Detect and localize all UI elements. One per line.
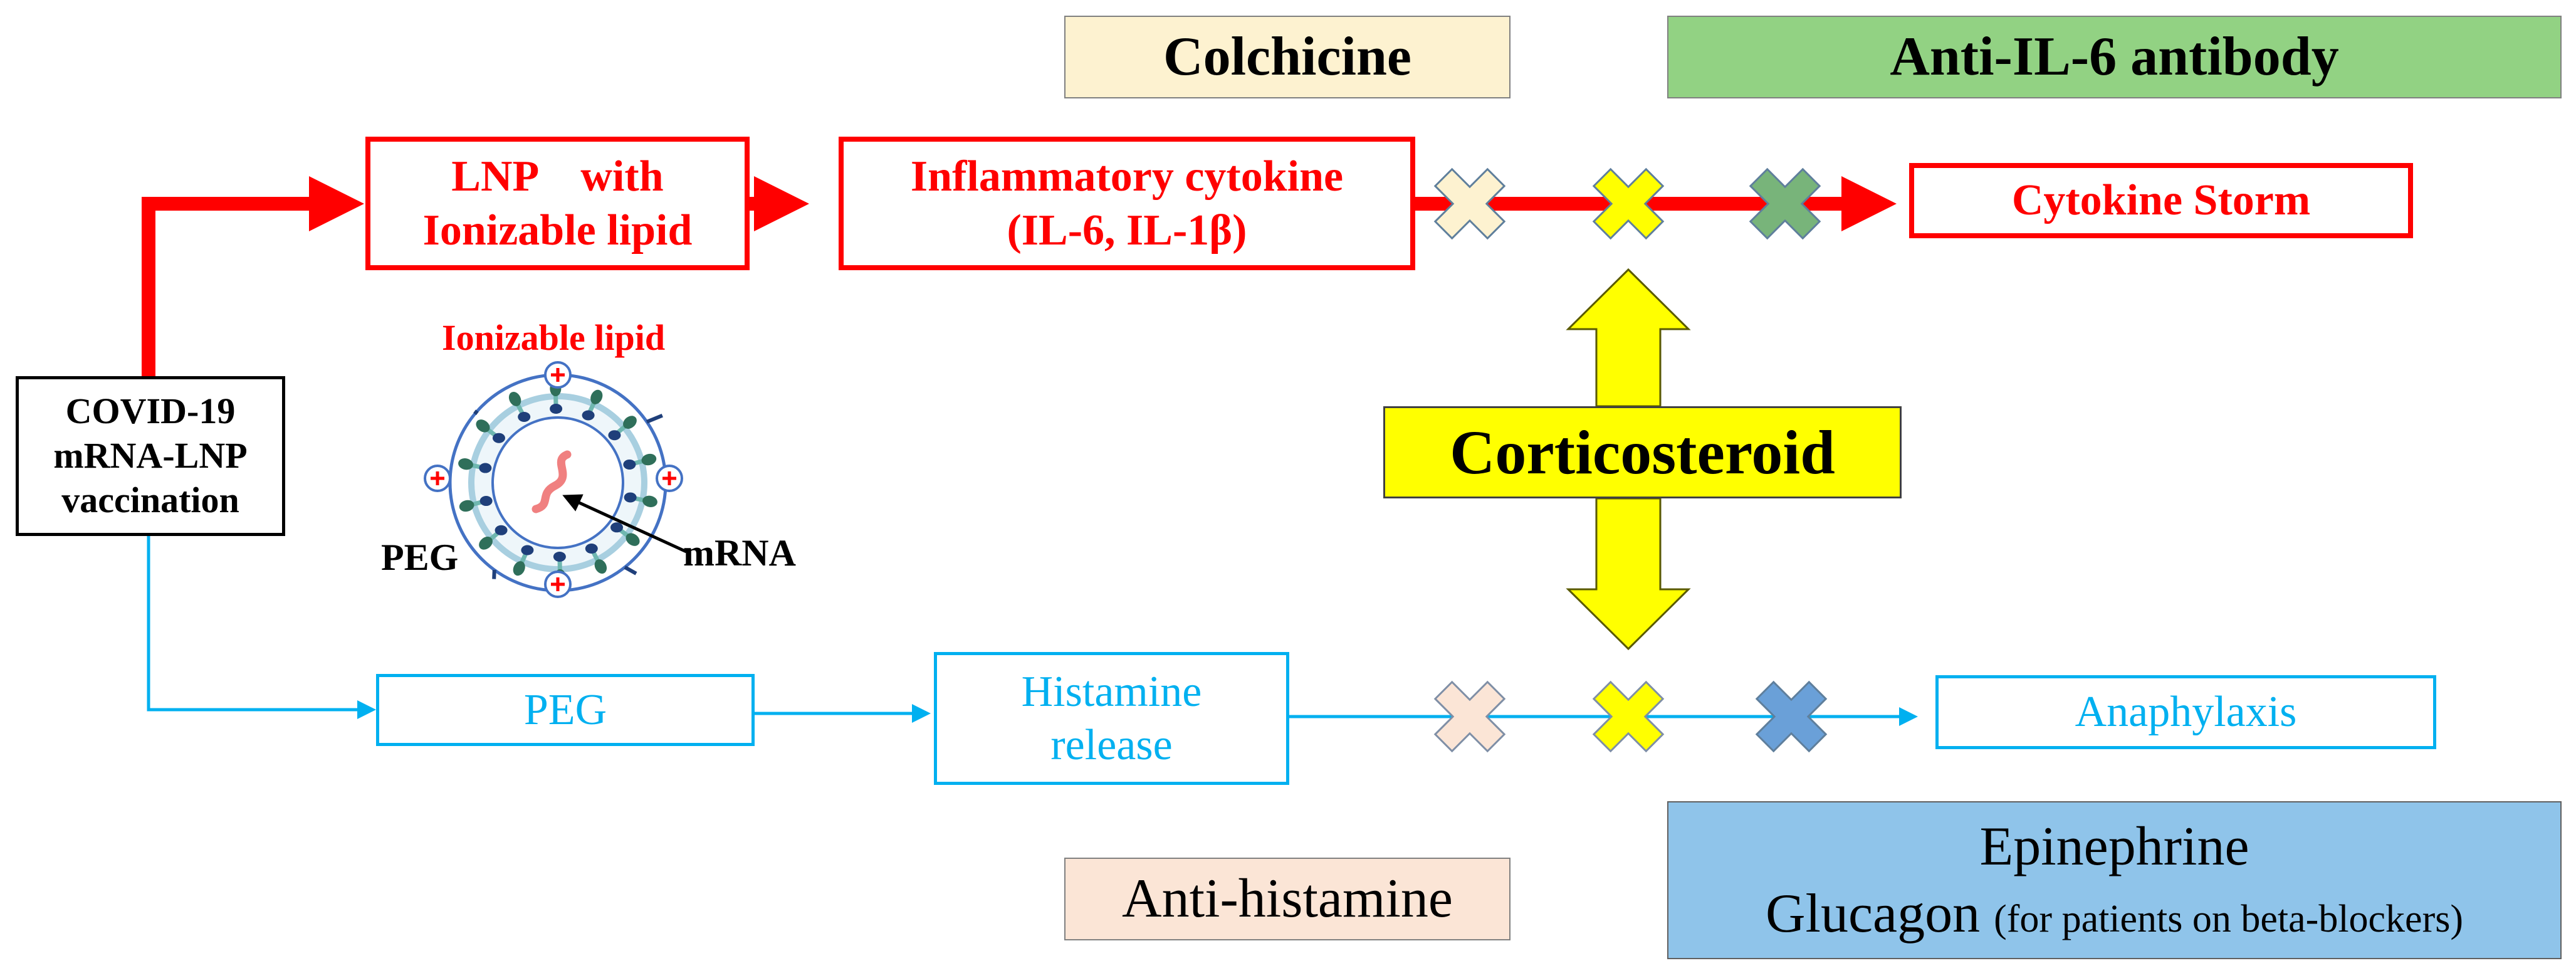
- anti-il6-label: Anti-IL-6 antibody: [1890, 26, 2339, 88]
- lnp-line1: LNP with: [451, 152, 664, 201]
- mrna-strand-icon: [531, 450, 572, 513]
- anaphylaxis-box: Anaphylaxis: [1935, 675, 2436, 749]
- cytokine-storm-label: Cytokine Storm: [2011, 176, 2311, 225]
- corticosteroid-up-arrow: [1566, 268, 1691, 408]
- lnp-particle-icon: [448, 373, 688, 592]
- lipid-head-inner: [623, 459, 636, 470]
- corticosteroid-label: Corticosteroid: [1450, 417, 1835, 487]
- peg-box: PEG: [376, 674, 755, 746]
- lipid-head-inner: [553, 551, 566, 562]
- corticosteroid-block-cross-icon-bottom: [1592, 680, 1665, 753]
- peg-strand: [473, 409, 479, 416]
- source-line1: COVID-19: [65, 391, 236, 432]
- beta-blocker-note: (for patients on beta-blockers): [1994, 898, 2463, 940]
- lipid-head-inner: [624, 492, 637, 503]
- lipid-head: [641, 453, 657, 466]
- lipid-head: [508, 392, 521, 406]
- peg-strand: [646, 413, 663, 424]
- colchicine-block-cross-icon: [1433, 167, 1506, 240]
- lipid-head: [626, 533, 640, 546]
- corticosteroid-down-arrow: [1566, 497, 1691, 651]
- source-line3: vaccination: [61, 479, 239, 520]
- lipid-head-inner: [585, 544, 598, 554]
- lipid-head-inner: [479, 496, 493, 507]
- lipid-head: [590, 389, 603, 404]
- histamine-release-box: Histamine release: [934, 652, 1289, 785]
- peg-illustration-label: PEG: [381, 537, 459, 578]
- lipid-head: [458, 458, 473, 470]
- ionizable-lipid-label: Ionizable lipid: [442, 317, 666, 358]
- anaphylaxis-label: Anaphylaxis: [2075, 688, 2297, 737]
- antihistamine-label: Anti-histamine: [1122, 868, 1453, 930]
- antihistamine-block-cross-icon: [1433, 680, 1506, 753]
- histamine-line1: Histamine: [1021, 667, 1202, 716]
- red-path-source-to-lnp: [142, 176, 364, 376]
- lipid-head: [459, 500, 474, 512]
- lipid-head-inner: [610, 522, 624, 533]
- antihistamine-box: Anti-histamine: [1064, 858, 1511, 940]
- positive-charge-icons: [424, 361, 683, 598]
- lnp-ionizable-lipid-box: LNP with Ionizable lipid: [365, 137, 750, 270]
- lipid-head-inner: [479, 463, 492, 473]
- lipid-head: [479, 537, 493, 550]
- corticosteroid-box: Corticosteroid: [1383, 406, 1902, 498]
- lipid-head: [623, 416, 637, 429]
- plus-sign: [551, 368, 565, 382]
- lipid-head-inner: [521, 545, 534, 555]
- lipid-head: [594, 559, 607, 574]
- peg-strand: [624, 565, 637, 576]
- lipid-head-inner: [492, 433, 505, 443]
- lipid-head-inner: [550, 404, 563, 414]
- epinephrine-label: Epinephrine: [1979, 816, 2249, 877]
- blue-path-source-to-peg: [147, 536, 376, 719]
- anti-il6-box: Anti-IL-6 antibody: [1667, 16, 2562, 98]
- colchicine-label: Colchicine: [1163, 26, 1411, 88]
- lipid-head: [642, 495, 657, 507]
- glucagon-line: Glucagon (for patients on beta-blockers): [1766, 880, 2463, 947]
- lipid-head: [476, 419, 490, 433]
- plus-sign: [662, 471, 676, 485]
- epinephrine-glucagon-box: Epinephrine Glucagon (for patients on be…: [1667, 801, 2562, 959]
- epinephrine-block-cross-icon: [1755, 680, 1828, 753]
- cytokine-storm-box: Cytokine Storm: [1909, 163, 2413, 238]
- lipid-head-inner: [608, 430, 621, 441]
- lipid-head-inner: [582, 410, 595, 421]
- colchicine-box: Colchicine: [1064, 16, 1511, 98]
- corticosteroid-block-cross-icon-top: [1592, 167, 1665, 240]
- lipid-head: [513, 561, 525, 576]
- mrna-pointer-line: [562, 494, 688, 554]
- lipid-head-inner: [518, 411, 531, 422]
- histamine-line2: release: [1050, 721, 1173, 769]
- cytokine-line1: Inflammatory cytokine: [910, 152, 1344, 201]
- cytokine-line2: (IL-6, IL-1β): [1007, 206, 1247, 255]
- plus-sign: [431, 471, 444, 485]
- lipid-head-inner: [495, 525, 508, 535]
- anti-il6-block-cross-icon: [1749, 167, 1821, 240]
- peg-strand: [492, 569, 496, 579]
- source-vaccination-box: COVID-19 mRNA-LNP vaccination: [16, 376, 285, 536]
- glucagon-label: Glucagon: [1766, 883, 1994, 944]
- mrna-label: mRNA: [683, 532, 796, 574]
- inflammatory-cytokine-box: Inflammatory cytokine (IL-6, IL-1β): [839, 137, 1415, 270]
- source-line2: mRNA-LNP: [53, 435, 248, 476]
- plus-sign: [551, 577, 565, 591]
- peg-label: PEG: [523, 685, 607, 734]
- lnp-line2: Ionizable lipid: [422, 206, 693, 255]
